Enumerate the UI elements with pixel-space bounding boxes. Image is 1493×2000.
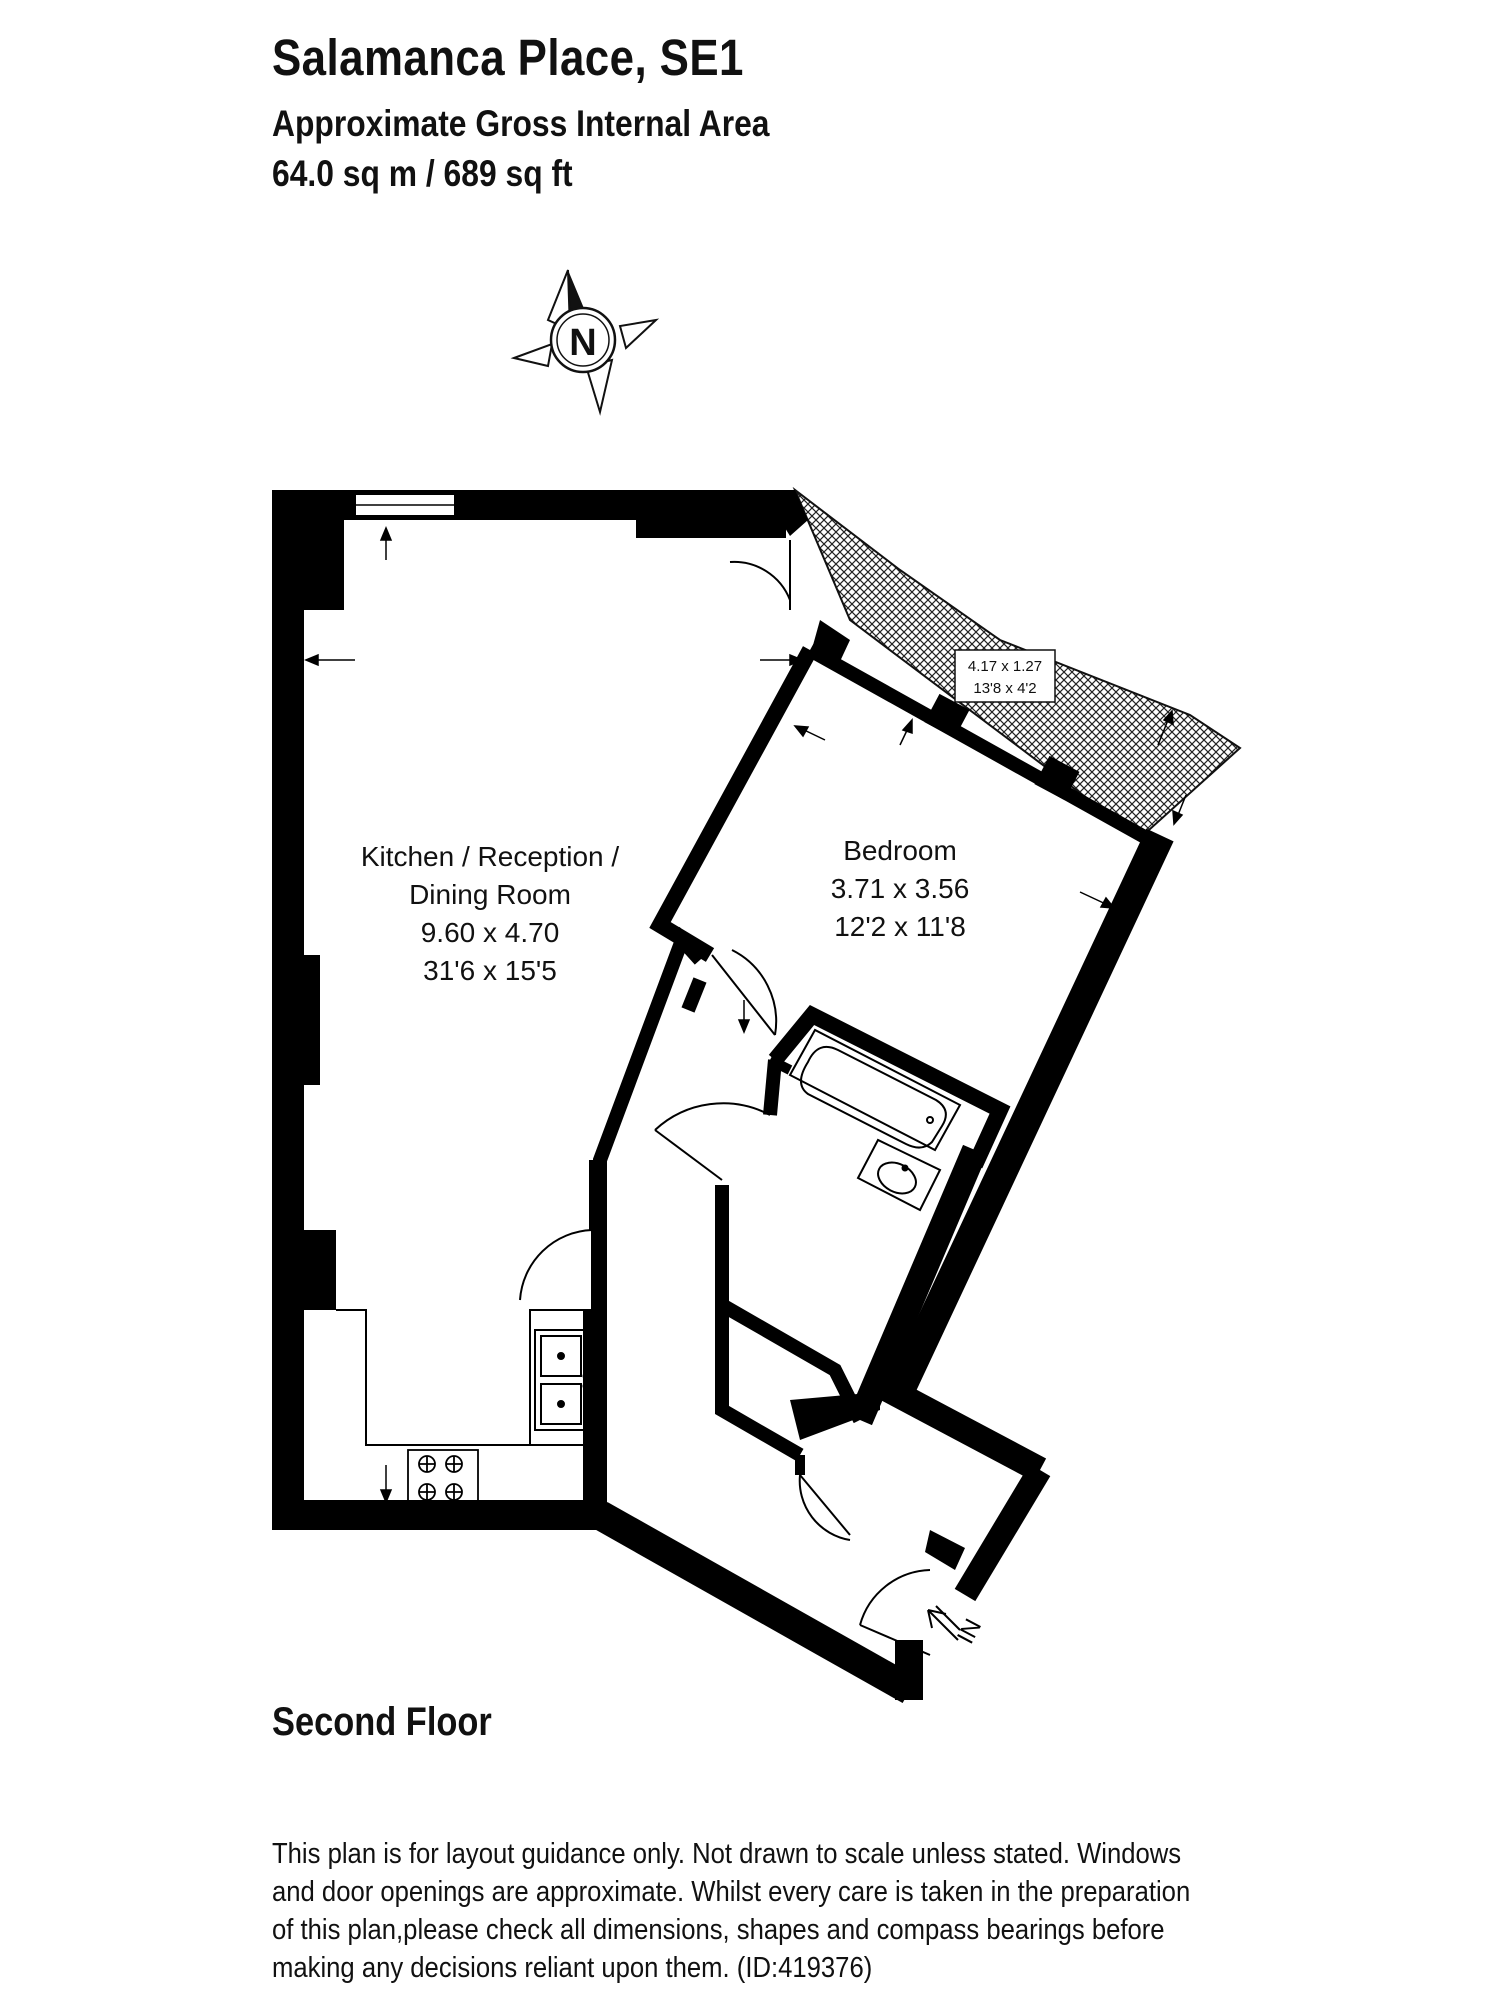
entrance-label: IN — [952, 1615, 987, 1649]
disclaimer-line: and door openings are approximate. Whils… — [272, 1876, 1191, 1908]
disclaimer: This plan is for layout guidance only. N… — [272, 1835, 1334, 1987]
balcony-dimension-label: 4.17 x 1.27 13'8 x 4'2 — [954, 649, 1056, 703]
kitchen-counter — [336, 1309, 592, 1446]
plan-title: Salamanca Place, SE1 — [272, 29, 744, 86]
svg-text:Kitchen / Reception /: Kitchen / Reception / — [361, 841, 620, 872]
room-label-bedroom: Bedroom 3.71 x 3.56 12'2 x 11'8 — [831, 835, 970, 942]
svg-text:9.60 x 4.70: 9.60 x 4.70 — [421, 917, 560, 948]
floor-label: Second Floor — [272, 1700, 492, 1744]
disclaimer-line: making any decisions reliant upon them. … — [272, 1952, 873, 1984]
dimension-arrows — [304, 526, 1187, 1504]
area-value: 64.0 sq m / 689 sq ft — [272, 153, 573, 194]
svg-text:12'2 x 11'8: 12'2 x 11'8 — [834, 911, 966, 942]
bathtub-icon — [788, 1028, 962, 1152]
hob-icon — [407, 1449, 479, 1509]
svg-text:3.71 x 3.56: 3.71 x 3.56 — [831, 873, 970, 904]
disclaimer-line: This plan is for layout guidance only. N… — [272, 1838, 1182, 1870]
svg-text:31'6 x 15'5: 31'6 x 15'5 — [423, 955, 557, 986]
compass-north-label: N — [569, 322, 596, 364]
svg-text:Dining Room: Dining Room — [409, 879, 571, 910]
svg-text:4.17 x 1.27: 4.17 x 1.27 — [968, 658, 1042, 675]
entrance-arrow-icon — [927, 1605, 961, 1641]
disclaimer-line: of this plan,please check all dimensions… — [272, 1914, 1165, 1946]
svg-text:13'8 x 4'2: 13'8 x 4'2 — [973, 680, 1036, 697]
svg-text:Bedroom: Bedroom — [843, 835, 957, 866]
compass-icon: N — [510, 269, 660, 416]
doors — [519, 540, 931, 1656]
area-label: Approximate Gross Internal Area — [272, 103, 770, 144]
sink-icon — [534, 1329, 590, 1431]
room-label-kitchen: Kitchen / Reception / Dining Room 9.60 x… — [361, 841, 620, 986]
washbasin-icon — [856, 1138, 942, 1212]
walls — [272, 490, 1174, 1704]
